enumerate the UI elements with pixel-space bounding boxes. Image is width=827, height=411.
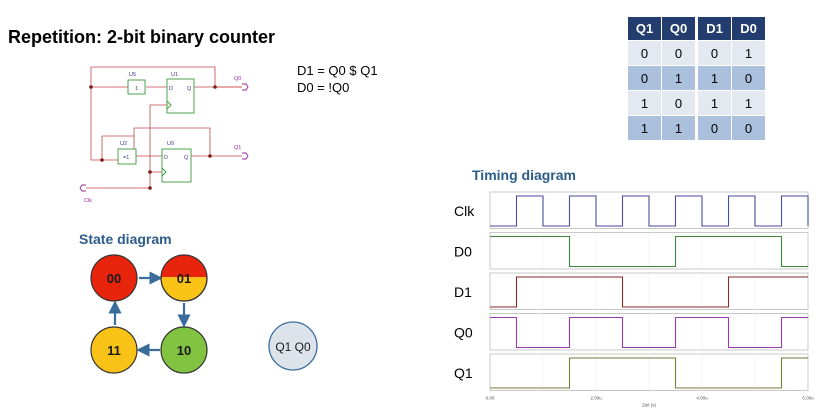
table-cell: 0 — [732, 115, 766, 140]
gate-u5-name: U5 — [129, 72, 136, 78]
signal-label-q0: Q0 — [454, 325, 473, 341]
state-10-circle — [160, 326, 208, 374]
table-cell: 0 — [628, 40, 662, 65]
flipflop-u1-name: U1 — [171, 72, 178, 78]
equation-d1: D1 = Q0 $ Q1 — [297, 63, 378, 78]
flipflop-u9 — [161, 148, 192, 183]
gate-u2 — [117, 148, 137, 165]
signal-waveform-clk — [490, 195, 809, 227]
truth-table-header-row: Q1 Q0 D1 D0 — [628, 17, 766, 40]
x-tick-label: 2.00u — [590, 396, 602, 401]
table-cell: 0 — [628, 65, 662, 90]
page-title: Repetition: 2-bit binary counter — [8, 27, 276, 47]
signal-label-d1: D1 — [454, 284, 472, 300]
header-d1: D1 — [698, 17, 732, 40]
signal-waveform-d1 — [490, 276, 808, 308]
signal-label-q1: Q1 — [454, 365, 473, 381]
table-cell: 1 — [628, 115, 662, 140]
legend-circle — [268, 321, 318, 371]
truth-table: Q1 Q0 D1 D0 0 0 0 1 0 1 1 0 1 0 1 1 1 1 … — [628, 17, 766, 140]
signal-waveform-d0 — [490, 235, 808, 268]
table-cell: 1 — [732, 40, 766, 65]
wire-q0-feedback — [91, 66, 242, 88]
u9-pin-q: Q — [184, 155, 189, 161]
table-cell: 0 — [698, 115, 732, 140]
port-clk — [79, 184, 86, 192]
gate-u2-name: U2 — [120, 141, 127, 147]
gate-u5-symbol: 1 — [135, 86, 138, 92]
table-row: 0 1 1 0 — [628, 65, 766, 90]
state-00-circle — [90, 254, 138, 302]
output-q0-label: Q0 — [234, 76, 241, 82]
port-q1 — [242, 152, 249, 160]
table-cell: 0 — [732, 65, 766, 90]
state-11-label: 11 — [107, 343, 121, 358]
wire-q1-feedback — [133, 127, 211, 156]
table-cell: 0 — [698, 40, 732, 65]
state-01-label: 01 — [177, 271, 191, 286]
x-axis-label: Zeit (s) — [642, 403, 657, 408]
x-tick-label: 0.00 — [486, 396, 495, 401]
u1-pin-q: Q — [187, 86, 192, 92]
state-01-circle — [160, 254, 208, 302]
legend-label: Q1 Q0 — [275, 340, 311, 354]
table-cell: 1 — [698, 65, 732, 90]
table-row: 1 0 1 1 — [628, 90, 766, 115]
table-cell: 1 — [662, 65, 698, 90]
clock-input-label: Clk — [84, 198, 92, 204]
gate-u5 — [127, 79, 146, 95]
table-cell: 1 — [662, 115, 698, 140]
table-cell: 1 — [628, 90, 662, 115]
state-00-label: 00 — [107, 271, 121, 286]
table-cell: 1 — [732, 90, 766, 115]
state-11-circle — [90, 326, 138, 374]
state-diagram: 00 01 10 11 Q1 Q0 — [90, 254, 318, 374]
header-q0: Q0 — [662, 17, 698, 40]
header-d0: D0 — [732, 17, 766, 40]
table-cell: 0 — [662, 40, 698, 65]
timing-diagram-title: Timing diagram — [472, 167, 576, 183]
wire-u2-q0 — [101, 136, 118, 161]
equation-d0: D0 = !Q0 — [297, 80, 350, 95]
gate-u2-symbol: =1 — [123, 155, 129, 161]
output-q1-label: Q1 — [234, 145, 241, 151]
x-tick-label: 6.00u — [802, 396, 814, 401]
signal-label-d0: D0 — [454, 244, 472, 260]
wire-clk-u1 — [86, 104, 167, 189]
table-cell: 0 — [662, 90, 698, 115]
x-tick-label: 4.00u — [696, 396, 708, 401]
header-q1: Q1 — [628, 17, 662, 40]
signal-waveform-q0 — [490, 316, 808, 349]
signal-waveform-q1 — [490, 357, 808, 389]
signal-label-clk: Clk — [454, 203, 475, 219]
table-cell: 1 — [698, 90, 732, 115]
u1-pin-d: D — [169, 86, 173, 92]
circuit-schematic: U5 U1 U2 U9 1 =1 D Q D Q Q0 Q1 Clk — [79, 66, 249, 204]
port-q0 — [242, 83, 249, 91]
flipflop-u9-name: U9 — [167, 141, 174, 147]
u9-pin-d: D — [164, 155, 168, 161]
wire-left-loop — [90, 67, 102, 161]
state-10-label: 10 — [177, 343, 191, 358]
state-diagram-title: State diagram — [79, 231, 172, 247]
flipflop-u1 — [166, 78, 195, 114]
table-row: 0 0 0 1 — [628, 40, 766, 65]
table-row: 1 1 0 0 — [628, 115, 766, 140]
